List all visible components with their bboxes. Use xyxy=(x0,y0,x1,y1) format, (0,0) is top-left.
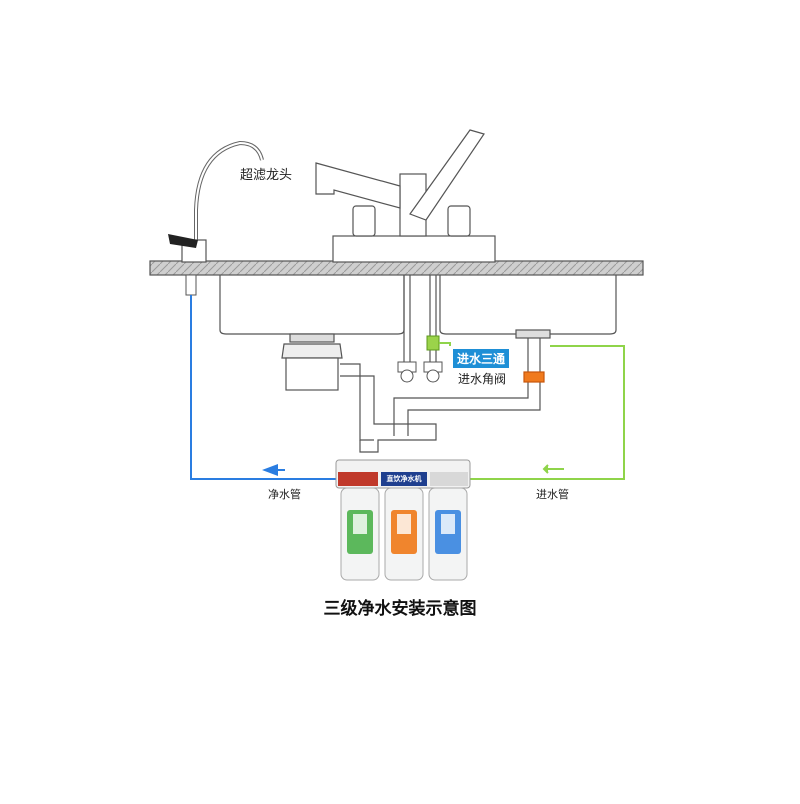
inlet-water-pipe xyxy=(439,342,625,480)
angle-valve-left xyxy=(397,361,417,383)
pure-water-pipe xyxy=(190,295,340,480)
purifier-brand-label: 直饮净水机 xyxy=(386,475,422,483)
pure-pipe-label: 净水管 xyxy=(268,488,301,501)
cartridge-1 xyxy=(340,487,380,581)
filter-faucet xyxy=(168,140,264,296)
sink-basins xyxy=(219,272,617,335)
water-purifier xyxy=(335,459,471,581)
kitchen-faucet xyxy=(315,129,496,263)
cartridge-3 xyxy=(428,487,468,581)
countertop xyxy=(149,260,644,276)
tee-label: 进水三通 xyxy=(453,349,510,368)
tee-fitting xyxy=(426,335,440,351)
cartridge-2 xyxy=(384,487,424,581)
inlet-pipe-label: 进水管 xyxy=(536,488,569,501)
faucet-label: 超滤龙头 xyxy=(240,168,293,183)
angle-valve-right xyxy=(423,361,443,383)
drain-assembly xyxy=(281,329,551,453)
angle-valve-label: 进水角阀 xyxy=(458,372,507,386)
diagram-title: 三级净水安装示意图 xyxy=(323,599,477,619)
supply-lines xyxy=(397,275,443,383)
